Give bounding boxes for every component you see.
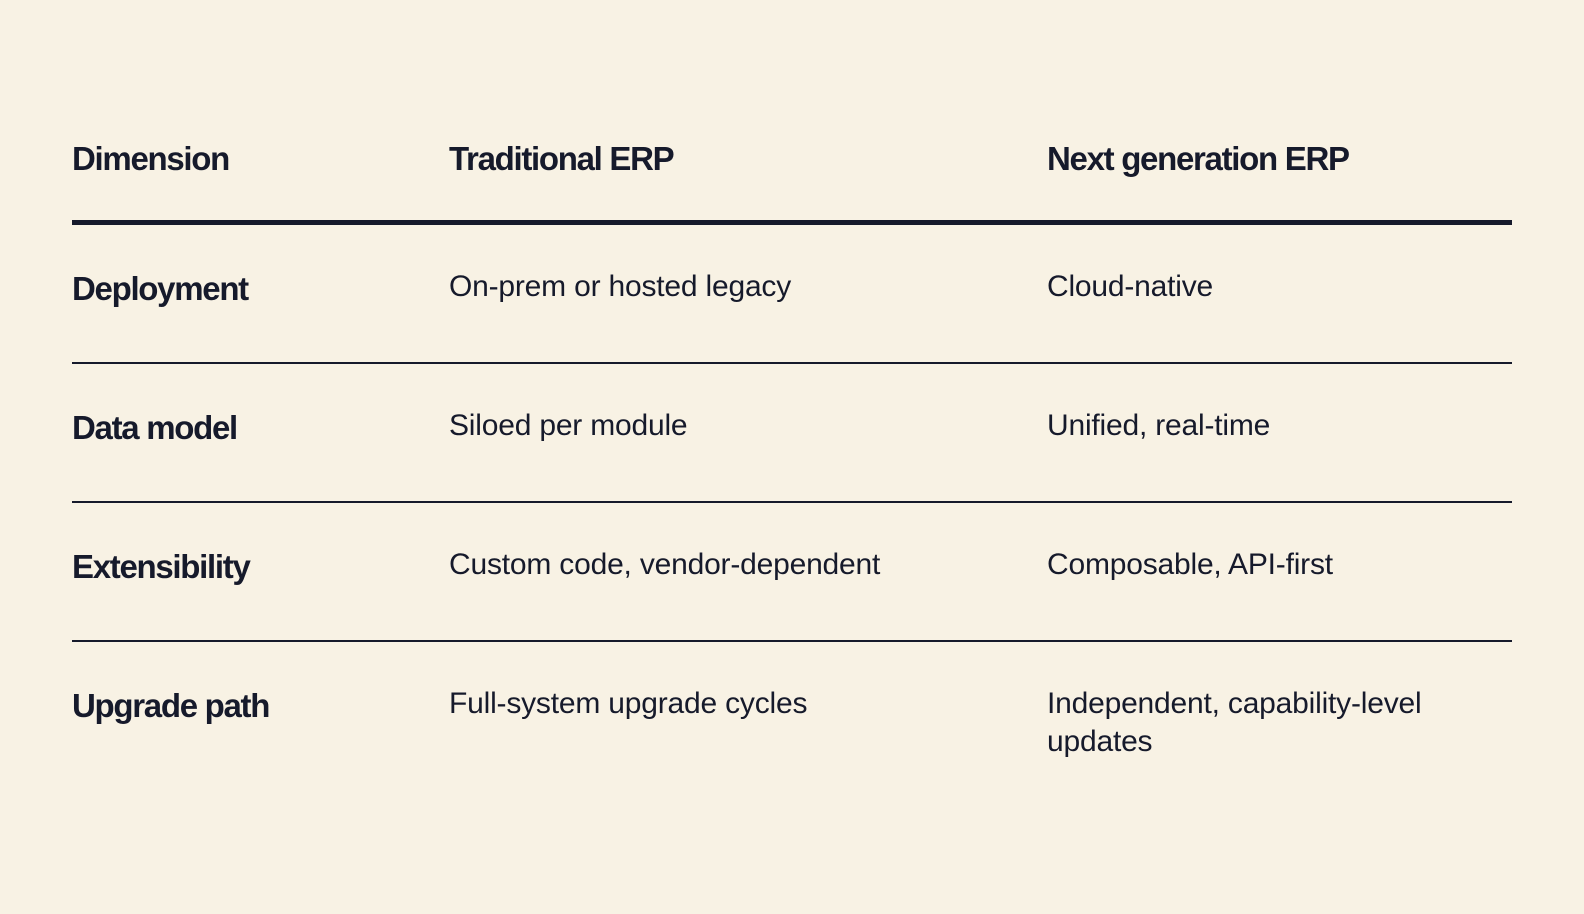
table-row: Deployment On-prem or hosted legacy Clou…	[72, 225, 1512, 364]
table-row: Data model Siloed per module Unified, re…	[72, 364, 1512, 503]
traditional-value: Custom code, vendor-dependent	[449, 548, 881, 581]
column-header-dimension: Dimension	[72, 140, 230, 177]
traditional-value: On-prem or hosted legacy	[449, 270, 792, 303]
table-header-row: Dimension Traditional ERP Next generatio…	[72, 0, 1512, 225]
next-gen-value: Composable, API-first	[1047, 548, 1333, 581]
traditional-value: Siloed per module	[449, 409, 688, 442]
next-gen-value: Unified, real-time	[1047, 409, 1271, 442]
comparison-table: Dimension Traditional ERP Next generatio…	[72, 0, 1512, 802]
column-header-next-generation-erp: Next generation ERP	[1047, 140, 1350, 177]
row-label: Deployment	[72, 270, 249, 307]
row-label: Data model	[72, 409, 238, 446]
table-row: Upgrade path Full-system upgrade cycles …	[72, 642, 1512, 802]
table-row: Extensibility Custom code, vendor-depend…	[72, 503, 1512, 642]
row-label: Upgrade path	[72, 687, 270, 724]
traditional-value: Full-system upgrade cycles	[449, 687, 808, 720]
next-gen-value: Cloud-native	[1047, 270, 1214, 303]
column-header-traditional-erp: Traditional ERP	[449, 140, 675, 177]
row-label: Extensibility	[72, 548, 251, 585]
next-gen-value: Independent, capability-level updates	[1047, 687, 1422, 758]
